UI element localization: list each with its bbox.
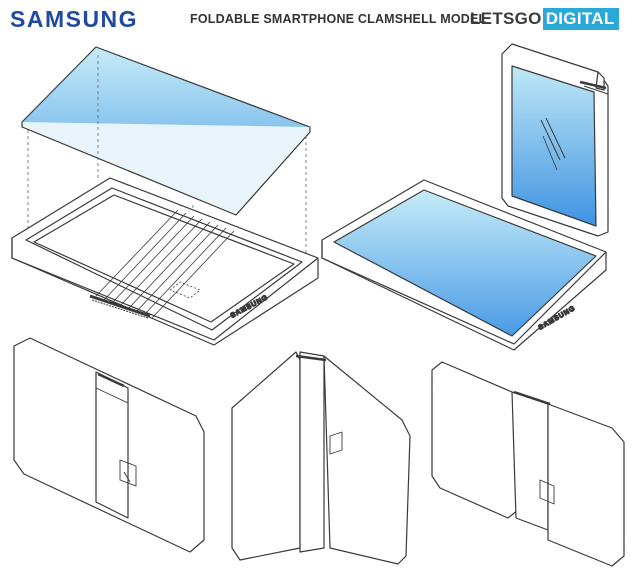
samsung-logo: SAMSUNG bbox=[10, 6, 139, 32]
device-frame-open: SAMSUNG bbox=[11, 177, 319, 346]
figure-back-flat bbox=[13, 337, 205, 553]
page-title: FOLDABLE SMARTPHONE CLAMSHELL MODEL bbox=[190, 12, 487, 26]
figure-half-folded bbox=[231, 351, 411, 565]
figure-folded-device bbox=[501, 43, 609, 237]
header: SAMSUNG FOLDABLE SMARTPHONE CLAMSHELL MO… bbox=[0, 0, 640, 40]
hinge-slats bbox=[95, 209, 235, 319]
flexible-display-panel bbox=[21, 46, 311, 216]
letsgodigital-logo: LETSGO DIGITAL bbox=[470, 8, 619, 30]
figure-exploded-view: SAMSUNG bbox=[11, 46, 319, 346]
logo-part-letsgo: LETSGO bbox=[470, 9, 542, 28]
figure-back-opened bbox=[431, 361, 625, 567]
logo-part-digital: DIGITAL bbox=[542, 8, 619, 30]
